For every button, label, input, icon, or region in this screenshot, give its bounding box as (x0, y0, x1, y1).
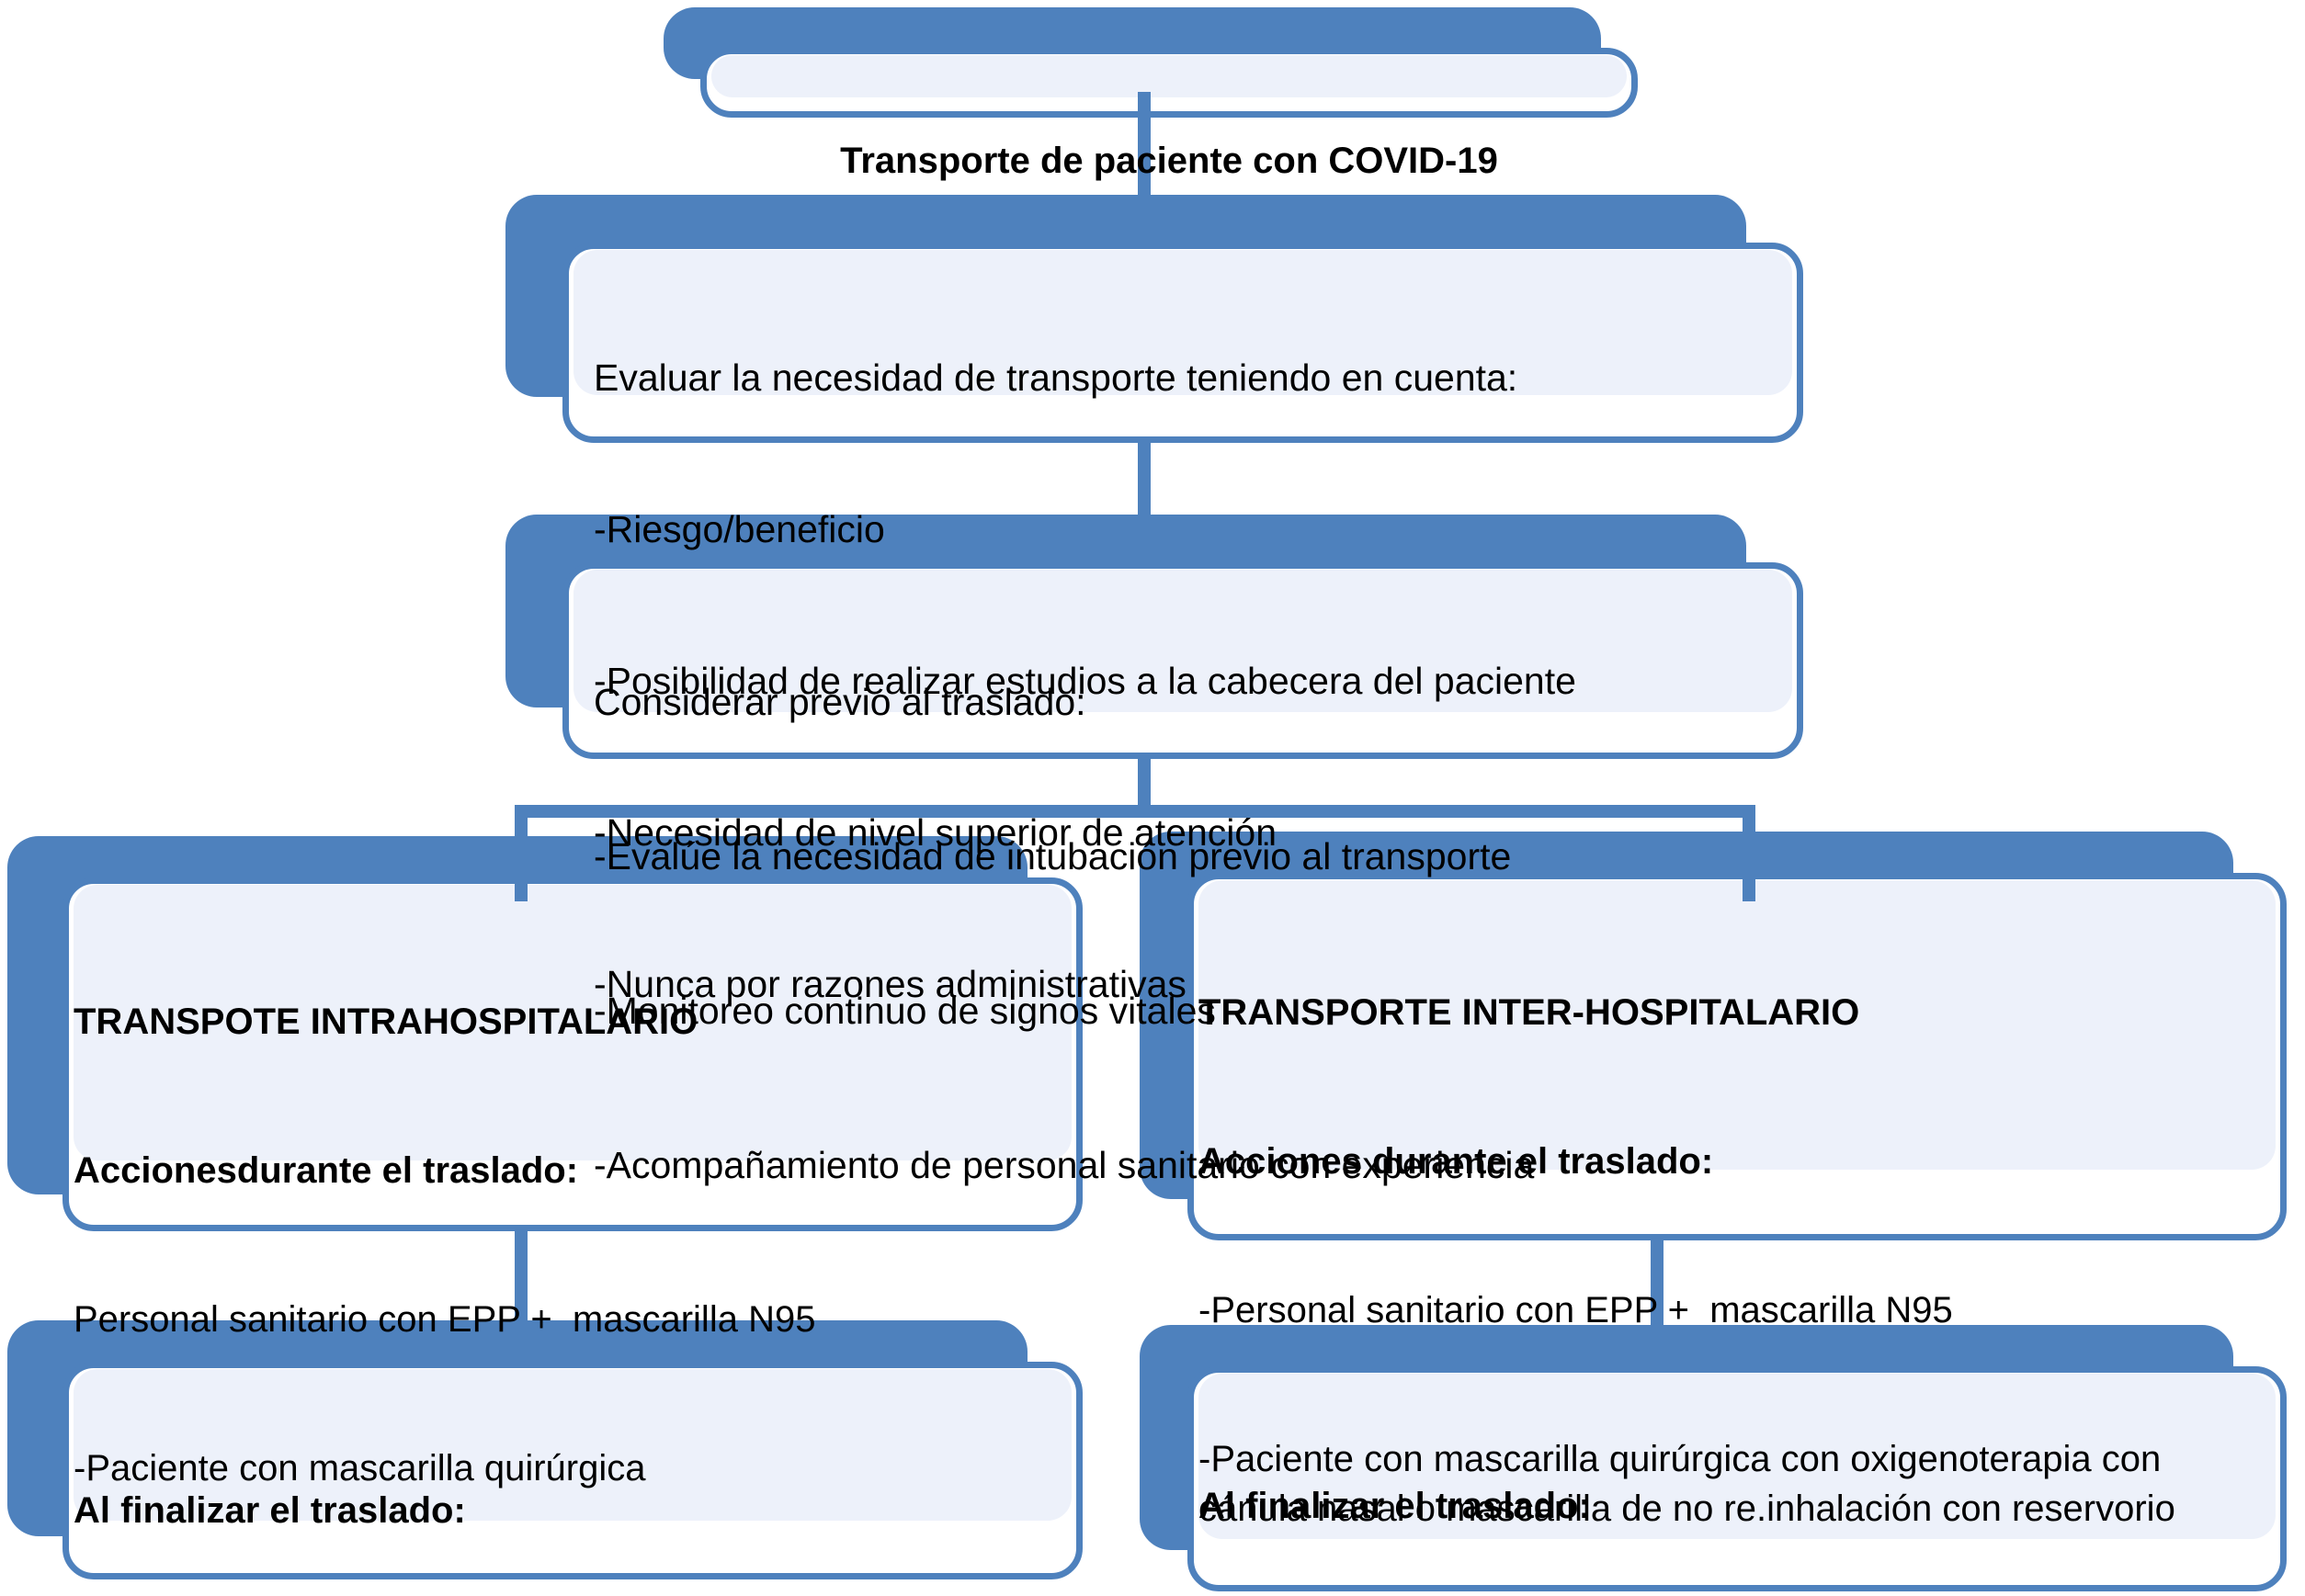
inter-final-heading: Al finalizar el traslado: (1198, 1486, 1591, 1526)
evaluate-heading: Evaluar la necesidad de transporte tenie… (594, 357, 1518, 399)
connector-evaluate-to-consider (1138, 441, 1151, 528)
node-intra-final-box: Al finalizar el traslado: -Programar la … (7, 1320, 1101, 1587)
connector-intra-to-final (515, 1227, 528, 1323)
connector-title-to-evaluate (1138, 92, 1151, 211)
intra-title: TRANSPOTE INTRAHOSPITALARIO (74, 1002, 698, 1042)
title-label: Transporte de paciente con COVID-19 (840, 141, 1498, 181)
connector-inter-to-final (1651, 1236, 1663, 1332)
node-inner-fill (1198, 1374, 2276, 1539)
node-inner-fill (74, 885, 1072, 1160)
node-inner-fill (1198, 880, 2276, 1170)
node-consider-text: Considerar previo al traslado: -Evalúe l… (594, 573, 1788, 1294)
evaluate-item-2: -Necesidad de nivel superior de atención (594, 811, 1277, 854)
intra-item-1: -Paciente con mascarilla quirúrgica (74, 1448, 646, 1488)
inter-subtitle: Acciones durante el traslado: (1198, 1141, 1714, 1182)
connector-consider-stem (1138, 753, 1151, 814)
node-intra-final-text: Al finalizar el traslado: -Programar la … (74, 1387, 1072, 1596)
node-consider-box: Considerar previo al traslado: -Evalúe l… (505, 515, 1811, 1186)
consider-item-2: -Acompañamiento de personal sanitario co… (594, 1144, 1535, 1186)
node-inter-final-text: Al finalizar el traslado: -Programar la … (1198, 1382, 2279, 1596)
inter-title: TRANSPORTE INTER-HOSPITALARIO (1198, 992, 1860, 1033)
consider-heading: Considerar previo al traslado: (594, 681, 1086, 723)
connector-split-right-drop (1743, 805, 1755, 901)
node-evaluate-box: Evaluar la necesidad de transporte tenie… (505, 195, 1811, 1005)
evaluate-item-3: -Nunca por razones administrativas (594, 963, 1187, 1005)
node-title-text: Transporte de paciente con COVID-19 (711, 55, 1627, 266)
consider-item-0: -Evalúe la necesidad de intubación previ… (594, 835, 1512, 877)
node-inner-fill (573, 570, 1792, 712)
intra-final-heading: Al finalizar el traslado: (74, 1490, 466, 1531)
node-inter-box: TRANSPORTE INTER-HOSPITALARIO Acciones d… (1140, 832, 2299, 1529)
intra-subtitle: Accionesdurante el traslado: (74, 1150, 579, 1191)
node-inter-final-box: Al finalizar el traslado: -Programar la … (1140, 1325, 2299, 1591)
node-inner-fill (74, 1369, 1072, 1521)
node-inner-fill (711, 55, 1627, 97)
evaluate-item-0: -Riesgo/beneficio (594, 508, 885, 550)
node-inter-text: TRANSPORTE INTER-HOSPITALARIO Acciones d… (1198, 889, 2279, 1596)
node-title-box: Transporte de paciente con COVID-19 (664, 7, 1638, 181)
inter-item-0: -Personal sanitario con EPP + mascarilla… (1198, 1290, 1953, 1330)
evaluate-item-1: -Posibilidad de realizar estudios a la c… (594, 660, 1576, 702)
node-intra-text: TRANSPOTE INTRAHOSPITALARIO Accionesdura… (74, 898, 1072, 1596)
node-evaluate-text: Evaluar la necesidad de transporte tenie… (594, 252, 1788, 1111)
connector-split-bar (515, 805, 1755, 818)
consider-item-1: -Monitoreo continuo de signos vitales (594, 990, 1216, 1032)
node-inner-fill (573, 250, 1792, 395)
connector-split-left-drop (515, 805, 528, 901)
inter-item-1: -Paciente con mascarilla quirúrgica con … (1198, 1439, 2175, 1529)
intra-item-0: Personal sanitario con EPP + mascarilla … (74, 1299, 816, 1340)
